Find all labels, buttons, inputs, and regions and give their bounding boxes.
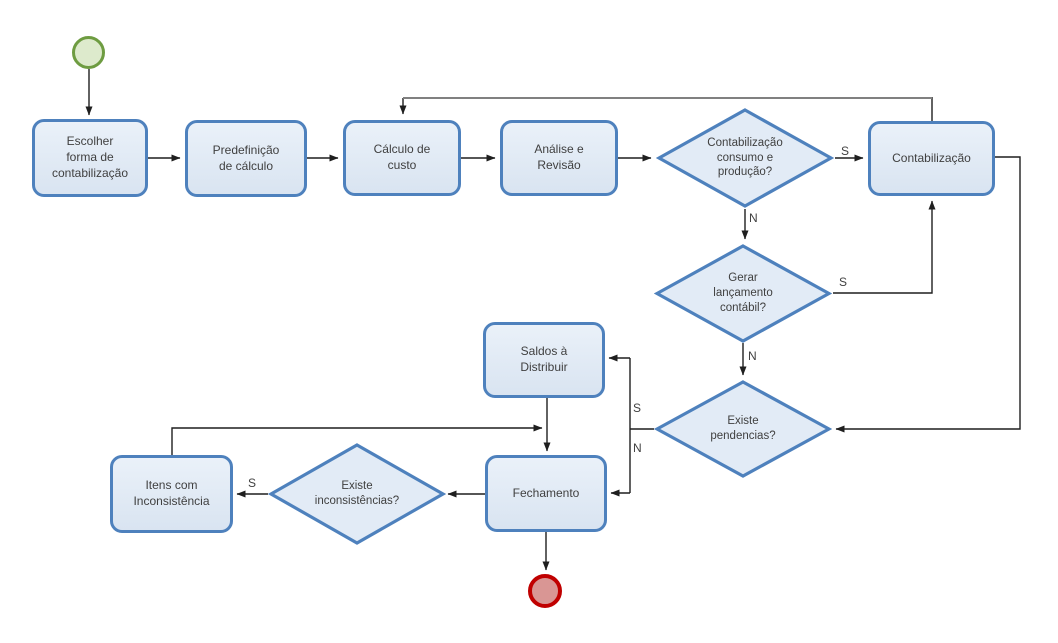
decision-contabilizacao-consumo-label: Contabilização consumo e produção? (707, 136, 783, 179)
task-analise-revisao-label: Análise e Revisão (534, 142, 584, 172)
edge-gerar-sim (833, 200, 936, 294)
diamond-shape (654, 380, 832, 478)
diamond-shape (654, 244, 832, 343)
task-itens-inconsistencia-label: Itens com Inconsistência (133, 478, 210, 508)
task-contabilizacao-label: Contabilização (892, 150, 971, 165)
task-fechamento: Fechamento (485, 455, 607, 532)
task-predefinicao-calculo-label: Predefinição de cálculo (212, 142, 280, 173)
edge-label-n: N (749, 211, 758, 225)
decision-existe-pendencias-label: Existe pendencias? (710, 415, 776, 442)
edge-label-n: N (633, 441, 642, 455)
diamond-shape (656, 108, 834, 208)
decision-contabilizacao-consumo: Contabilização consumo e produção? (656, 108, 834, 208)
edge-label-n: N (748, 349, 757, 363)
diamond-shape (268, 443, 446, 545)
start-event (72, 36, 105, 69)
end-event (528, 574, 562, 608)
decision-existe-inconsistencias-label: Existe inconsistências? (314, 480, 400, 507)
task-predefinicao-calculo: Predefinição de cálculo (185, 120, 307, 197)
task-fechamento-label: Fechamento (512, 485, 580, 500)
decision-existe-pendencias: Existe pendencias? (654, 380, 832, 478)
edge-label-s: S (841, 144, 850, 158)
task-calculo-custo: Cálculo de custo (343, 120, 461, 196)
task-contabilizacao: Contabilização (868, 121, 995, 196)
task-itens-inconsistencia: Itens com Inconsistência (110, 455, 233, 533)
edge-label-s: S (248, 476, 257, 490)
task-saldos-distribuir: Saldos à Distribuir (483, 322, 605, 398)
task-escolher-forma-label: Escolher forma de contabilização (51, 134, 129, 180)
edge-label-s: S (839, 275, 848, 289)
task-analise-revisao: Análise e Revisão (500, 120, 618, 196)
edge-contabilizacao-pendencias (835, 156, 1021, 433)
decision-gerar-lancamento: Gerar lançamento contábil? (654, 244, 832, 343)
edge-label-s: S (633, 401, 642, 415)
edge-itens-feedback (171, 424, 543, 455)
task-escolher-forma: Escolher forma de contabilização (32, 119, 148, 197)
decision-gerar-lancamento-label: Gerar lançamento contábil? (713, 272, 773, 314)
task-calculo-custo-label: Cálculo de custo (373, 142, 431, 172)
decision-existe-inconsistencias: Existe inconsistências? (268, 443, 446, 545)
task-saldos-distribuir-label: Saldos à Distribuir (520, 344, 568, 374)
